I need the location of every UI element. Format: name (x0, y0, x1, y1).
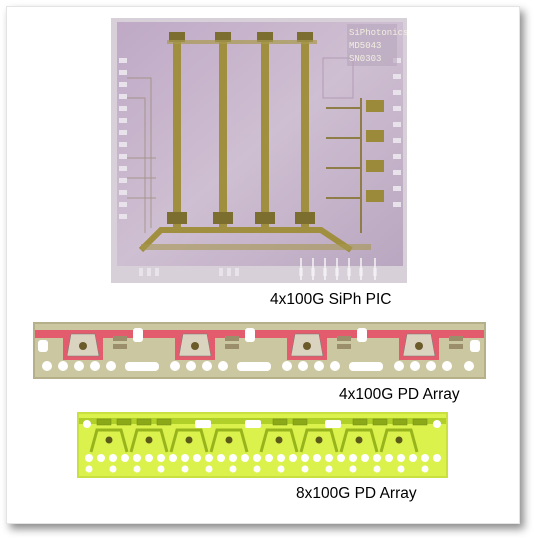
pd-array-4x100g-photo (33, 322, 486, 379)
pd-array-8x100g-photo (77, 412, 448, 478)
caption-pd-array-8: 8x100G PD Array (296, 485, 417, 502)
chip-marking-line3: SN0303 (349, 54, 381, 64)
chip-marking-line2: MD5043 (349, 41, 381, 51)
chip-marking-line1: SiPhotonics (349, 28, 407, 38)
caption-pd-array-4: 4x100G PD Array (339, 386, 460, 403)
siph-pic-photo: SiPhotonics MD5043 SN0303 (111, 18, 407, 283)
caption-siph-pic: 4x100G SiPh PIC (270, 291, 392, 308)
